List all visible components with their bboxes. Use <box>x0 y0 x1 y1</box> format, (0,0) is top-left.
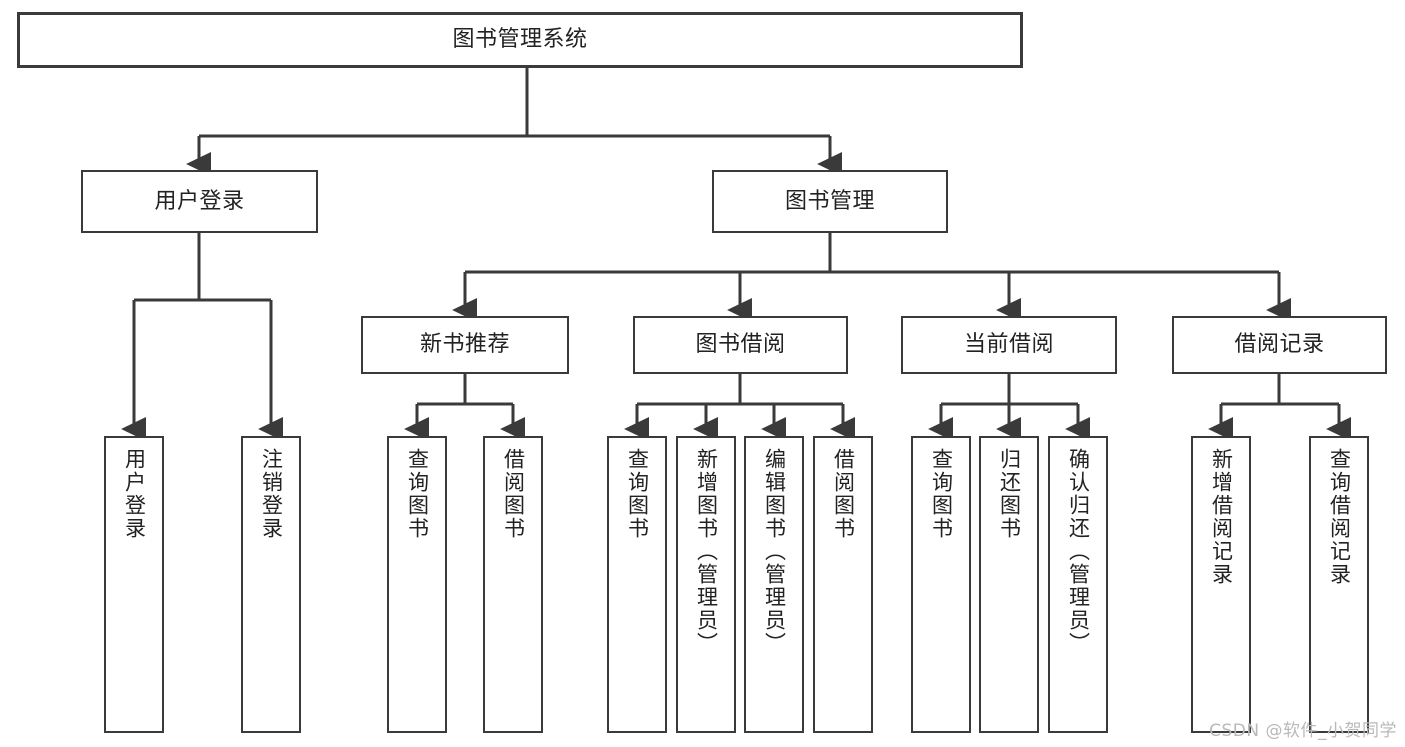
node-label: 查询图书 <box>929 448 954 540</box>
node-label: 新书推荐 <box>419 332 510 358</box>
leaf-book-borrow-query-book[interactable]: 查询图书 <box>607 436 667 733</box>
leaf-user-login-login[interactable]: 用户登录 <box>104 436 164 733</box>
leaf-current-borrow-query-book[interactable]: 查询图书 <box>911 436 971 733</box>
node-label: 归还图书 <box>997 448 1022 540</box>
node-label: 编辑图书（管理员） <box>762 448 787 655</box>
leaf-current-borrow-confirm-return[interactable]: 确认归还（管理员） <box>1048 436 1108 733</box>
node-book-management[interactable]: 图书管理 <box>712 170 948 233</box>
node-user-login[interactable]: 用户登录 <box>81 170 318 233</box>
node-new-book-recommend[interactable]: 新书推荐 <box>361 316 569 374</box>
leaf-new-book-borrow-book[interactable]: 借阅图书 <box>483 436 543 733</box>
leaf-book-borrow-edit-book[interactable]: 编辑图书（管理员） <box>744 436 804 733</box>
node-label: 用户登录 <box>122 448 147 540</box>
node-label: 注销登录 <box>259 448 284 540</box>
leaf-book-borrow-add-book[interactable]: 新增图书（管理员） <box>676 436 736 733</box>
node-book-borrow[interactable]: 图书借阅 <box>633 316 848 374</box>
leaf-book-borrow-borrow-book[interactable]: 借阅图书 <box>813 436 873 733</box>
node-label: 图书管理系统 <box>452 27 588 53</box>
node-label: 查询借阅记录 <box>1327 448 1352 586</box>
node-root-book-management-system[interactable]: 图书管理系统 <box>17 12 1023 68</box>
node-label: 查询图书 <box>625 448 650 540</box>
node-label: 新增图书（管理员） <box>694 448 719 655</box>
node-label: 借阅记录 <box>1234 332 1325 358</box>
node-borrow-record[interactable]: 借阅记录 <box>1172 316 1387 374</box>
leaf-borrow-record-query-record[interactable]: 查询借阅记录 <box>1309 436 1369 733</box>
leaf-current-borrow-return-book[interactable]: 归还图书 <box>979 436 1039 733</box>
node-label: 借阅图书 <box>831 448 856 540</box>
node-label: 借阅图书 <box>501 448 526 540</box>
node-label: 用户登录 <box>154 188 245 214</box>
node-label: 确认归还（管理员） <box>1066 448 1091 655</box>
node-label: 新增借阅记录 <box>1209 448 1234 586</box>
csdn-watermark: CSDN @软件_小贺同学 <box>1209 721 1397 741</box>
node-label: 图书借阅 <box>695 332 786 358</box>
node-label: 图书管理 <box>784 188 875 214</box>
leaf-new-book-query-book[interactable]: 查询图书 <box>387 436 447 733</box>
leaf-borrow-record-add-record[interactable]: 新增借阅记录 <box>1191 436 1251 733</box>
node-current-borrow[interactable]: 当前借阅 <box>901 316 1117 374</box>
node-label: 当前借阅 <box>963 332 1054 358</box>
node-label: 查询图书 <box>405 448 430 540</box>
leaf-user-login-logout[interactable]: 注销登录 <box>241 436 301 733</box>
